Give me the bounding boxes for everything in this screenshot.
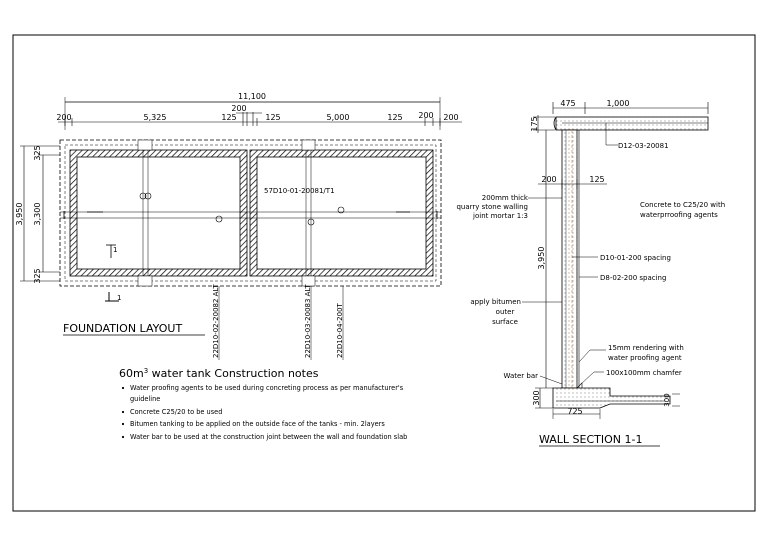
top-dim-9: 200 (443, 113, 458, 122)
top-dim-4: 200 (231, 104, 246, 113)
ws-top-dim-2: 1,000 (607, 99, 630, 108)
ws-slab-dim: 175 (530, 116, 539, 131)
wall-section-title: WALL SECTION 1-1 (539, 433, 642, 446)
ws-rendering-label-2: water proofing agent (608, 354, 682, 362)
drawing-border (12, 34, 756, 512)
ws-bitumen-label-1: apply bitumen (470, 298, 521, 306)
ws-concrete-label-2: waterprroofing agents (640, 211, 718, 219)
stone-wall (561, 129, 578, 389)
top-dim-3: 125 (221, 113, 236, 122)
ws-water-bar-label: Water bar (503, 372, 538, 380)
top-dim-2: 5,325 (144, 113, 167, 122)
center-rebar-tag: 57D10-01-20081/T1 (264, 187, 335, 195)
top-dim-7: 125 (387, 113, 402, 122)
rebar-tag-1: 22D10-02-20082 ALT (212, 284, 220, 358)
ws-wall-dim-1: 200 (541, 175, 556, 184)
ws-top-dim-1: 475 (560, 99, 575, 108)
top-dim-5: 125 (265, 113, 280, 122)
section-mark-inner: 1 (113, 246, 117, 254)
ws-stone-label-2: quarry stone walling (456, 203, 528, 211)
rebar-tag-3: 22D10-04-200T (336, 302, 344, 358)
note-item-2: Concrete C25/20 to be used (130, 408, 222, 416)
ws-d10-label: D10-01-200 spacing (600, 254, 671, 262)
ws-height-dim: 3,950 (537, 247, 546, 270)
ws-foot-width: 725 (567, 407, 582, 416)
ws-top-bar-label: D12-03-20081 (618, 142, 669, 150)
note-item-4: Water bar to be used at the construction… (130, 433, 407, 441)
ws-stone-label-1: 200mm thick (482, 194, 529, 202)
top-dim-1: 200 (56, 113, 71, 122)
ws-bitumen-label-3: surface (492, 318, 518, 326)
top-slab (555, 116, 709, 131)
foundation-foot (552, 387, 671, 409)
notes-heading: 60m3 water tank Construction notes (119, 367, 319, 380)
ws-bitumen-label-2: outer (496, 308, 515, 316)
construction-notes: 60m3 water tank Construction notes Water… (119, 367, 407, 441)
overall-dim: 11,100 (238, 92, 266, 101)
note-item-1b: guideline (130, 395, 160, 403)
ws-chamfer-label: 100x100mm chamfer (606, 369, 682, 377)
top-dim-8: 200 (418, 111, 433, 120)
slab-outline (59, 139, 442, 287)
ws-wall-dim-2: 125 (589, 175, 604, 184)
rebar-tag-2: 22D10-03-20083 ALT (304, 284, 312, 358)
left-dim-3: 3,300 (33, 203, 42, 226)
ws-stone-label-3: joint mortar 1:3 (472, 212, 528, 220)
tank-left (69, 149, 248, 277)
ws-concrete-label-1: Concrete to C25/20 with (640, 201, 725, 209)
note-item-1: Water proofing agents to be used during … (130, 384, 404, 392)
foundation-title: FOUNDATION LAYOUT (63, 322, 182, 335)
ws-foot-right-dim: 300 (663, 393, 671, 406)
note-item-3: Bitumen tanking to be applied on the out… (130, 420, 385, 428)
wall-section: 475 1,000 175 D12-03-20081 200 125 3,950 (456, 99, 725, 447)
top-dim-6: 5,000 (327, 113, 350, 122)
left-dim-4: 325 (33, 268, 42, 283)
section-mark: 1 (117, 294, 121, 302)
left-dim-1: 325 (33, 145, 42, 160)
foundation-layout: 11,100 200 5,325 125 200 125 5,000 125 2… (15, 92, 462, 360)
ws-base-dim: 300 (532, 390, 541, 405)
ws-rendering-label-1: 15mm rendering with (608, 344, 684, 352)
ws-d8-label: D8-02-200 spacing (600, 274, 666, 282)
left-dim-2: 3,950 (15, 203, 24, 226)
